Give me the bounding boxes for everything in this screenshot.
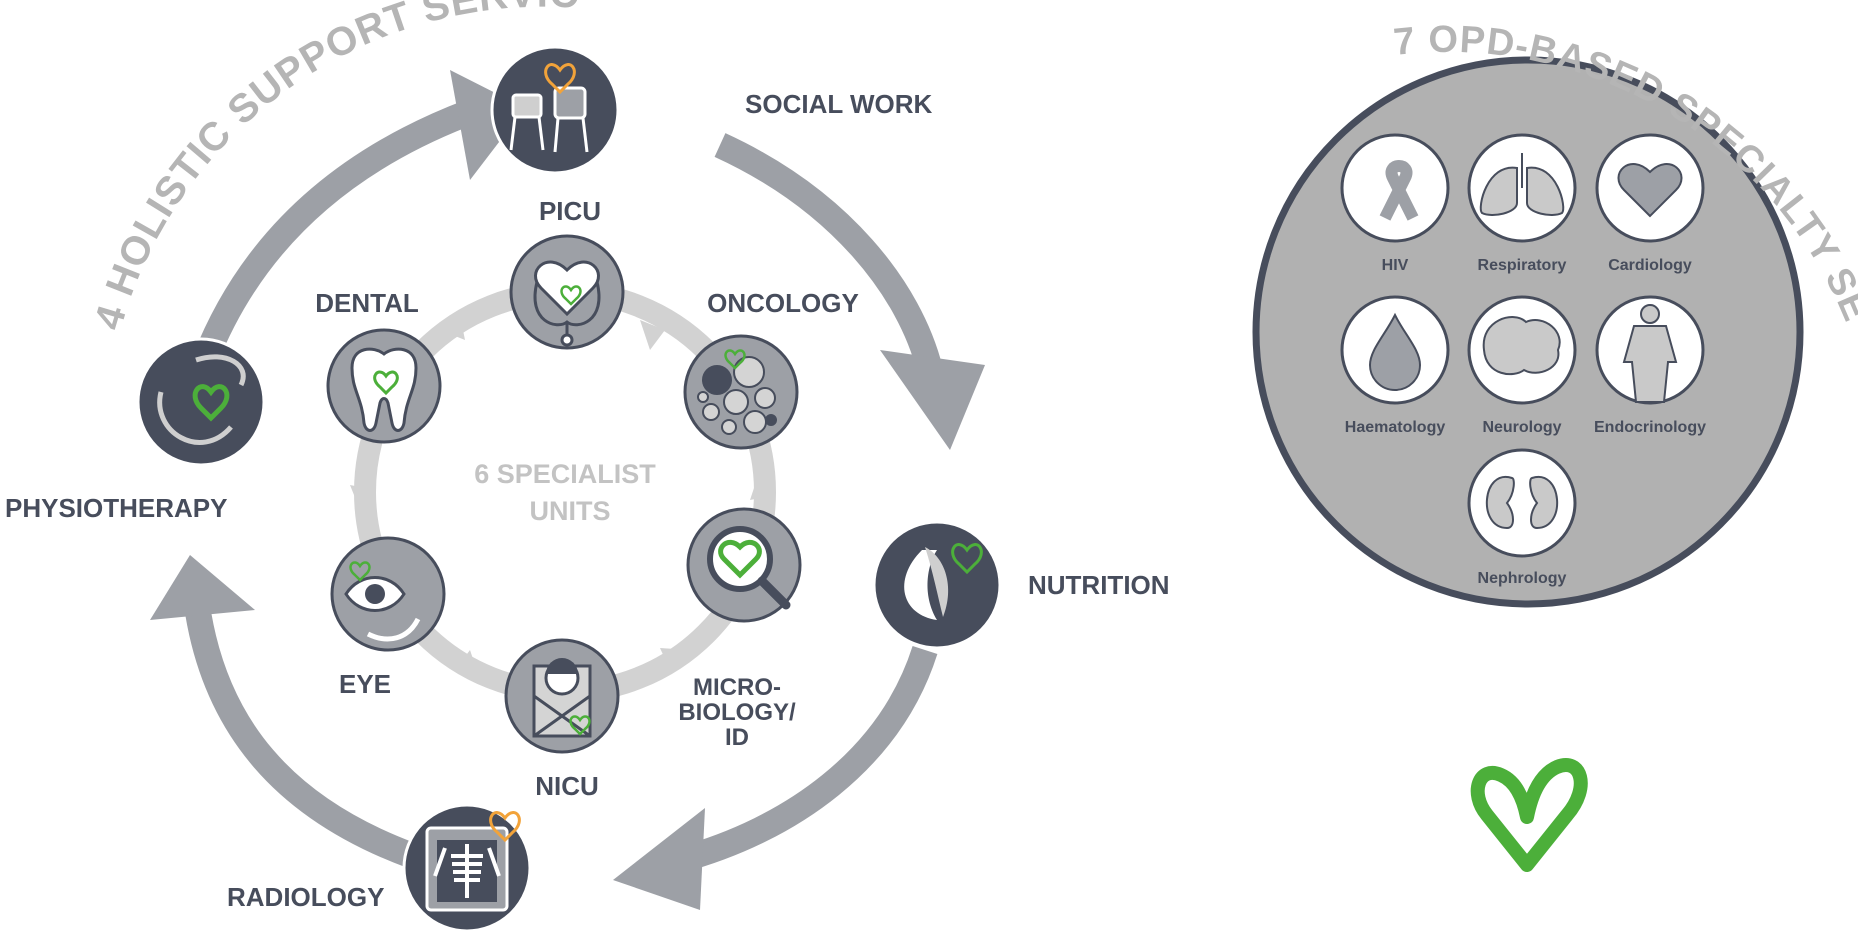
label-radiology: RADIOLOGY	[227, 882, 384, 912]
label-cardiology: Cardiology	[1608, 257, 1692, 274]
node-dental[interactable]	[326, 328, 442, 444]
heart-icon	[1617, 163, 1683, 218]
node-nicu[interactable]	[504, 638, 620, 754]
heart-mark	[489, 811, 521, 843]
specialty-cardiology[interactable]	[1595, 133, 1705, 243]
label-endocrinology: Endocrinology	[1594, 419, 1706, 436]
magnifier-heart-icon	[707, 526, 791, 610]
outer-arrowheads	[150, 70, 985, 910]
label-neurology: Neurology	[1482, 419, 1561, 436]
label-nutrition: NUTRITION	[1028, 570, 1170, 600]
green-heart-logo-icon	[1470, 758, 1588, 872]
arrow-physio-to-social	[192, 99, 475, 365]
hands-heart-icon	[157, 354, 246, 445]
label-eye: EYE	[339, 669, 391, 699]
node-social-work[interactable]	[490, 45, 620, 175]
node-picu[interactable]	[509, 234, 625, 350]
swaddled-baby-icon	[532, 658, 592, 738]
brain-icon	[1482, 316, 1561, 376]
label-oncology: ONCOLOGY	[707, 288, 859, 318]
arrow-nutrition-to-radiology	[676, 645, 938, 873]
specialty-endocrinology[interactable]	[1595, 295, 1705, 405]
heart-mark	[951, 543, 983, 575]
heart-mark	[192, 384, 230, 422]
specialty-hiv[interactable]	[1340, 133, 1450, 243]
label-social-work: SOCIAL WORK	[745, 89, 933, 119]
drop-icon	[1368, 312, 1422, 391]
body-icon	[1622, 304, 1678, 403]
specialist-title-line2: UNITS	[530, 496, 611, 526]
label-haematology: Haematology	[1345, 419, 1446, 436]
banana-icon	[904, 547, 949, 620]
heart-mark	[544, 63, 576, 95]
label-nephrology: Nephrology	[1478, 570, 1567, 587]
specialty-respiratory[interactable]	[1467, 133, 1577, 243]
node-physiotherapy[interactable]	[136, 337, 266, 467]
stethoscope-heart-icon	[533, 260, 601, 347]
label-physiotherapy: PHYSIOTHERAPY	[5, 493, 228, 523]
inner-chevrons	[350, 315, 775, 680]
node-microbiology[interactable]	[686, 507, 802, 623]
eye-icon	[344, 576, 421, 642]
arrowhead-3	[613, 808, 705, 910]
outer-cycle-arrows	[182, 99, 943, 873]
xray-icon	[425, 826, 509, 912]
kidneys-icon	[1486, 475, 1558, 530]
node-nutrition[interactable]	[872, 520, 1002, 650]
label-microbiology-1: MICRO-	[693, 674, 781, 701]
label-nicu: NICU	[535, 771, 599, 801]
holistic-title-path: 4 HOLISTIC SUPPORT SERVICES	[0, 0, 579, 335]
label-microbiology-2: BIOLOGY/	[678, 699, 796, 726]
node-eye[interactable]	[330, 536, 446, 652]
specialty-haematology[interactable]	[1340, 295, 1450, 405]
ribbon-icon	[1379, 160, 1419, 221]
holistic-title: 4 HOLISTIC SUPPORT SERVICES	[0, 0, 580, 335]
node-radiology[interactable]	[402, 803, 532, 933]
cells-icon	[697, 356, 777, 435]
specialist-title-line1: 6 SPECIALIST	[474, 459, 656, 489]
label-dental: DENTAL	[315, 288, 419, 318]
specialty-neurology[interactable]	[1467, 295, 1577, 405]
chairs-icon	[509, 86, 589, 153]
label-hiv: HIV	[1382, 257, 1409, 274]
arrowhead-2	[880, 350, 985, 450]
label-respiratory: Respiratory	[1478, 257, 1567, 274]
arrowhead-1	[450, 70, 525, 180]
node-oncology[interactable]	[683, 334, 799, 450]
arrowhead-4	[150, 555, 255, 620]
arrow-social-to-nutrition	[714, 133, 943, 374]
arrow-radiology-to-physio	[182, 588, 415, 868]
specialty-nephrology[interactable]	[1467, 448, 1577, 558]
label-picu: PICU	[539, 196, 601, 226]
label-microbiology-3: ID	[725, 724, 749, 751]
lungs-icon	[1479, 153, 1565, 216]
